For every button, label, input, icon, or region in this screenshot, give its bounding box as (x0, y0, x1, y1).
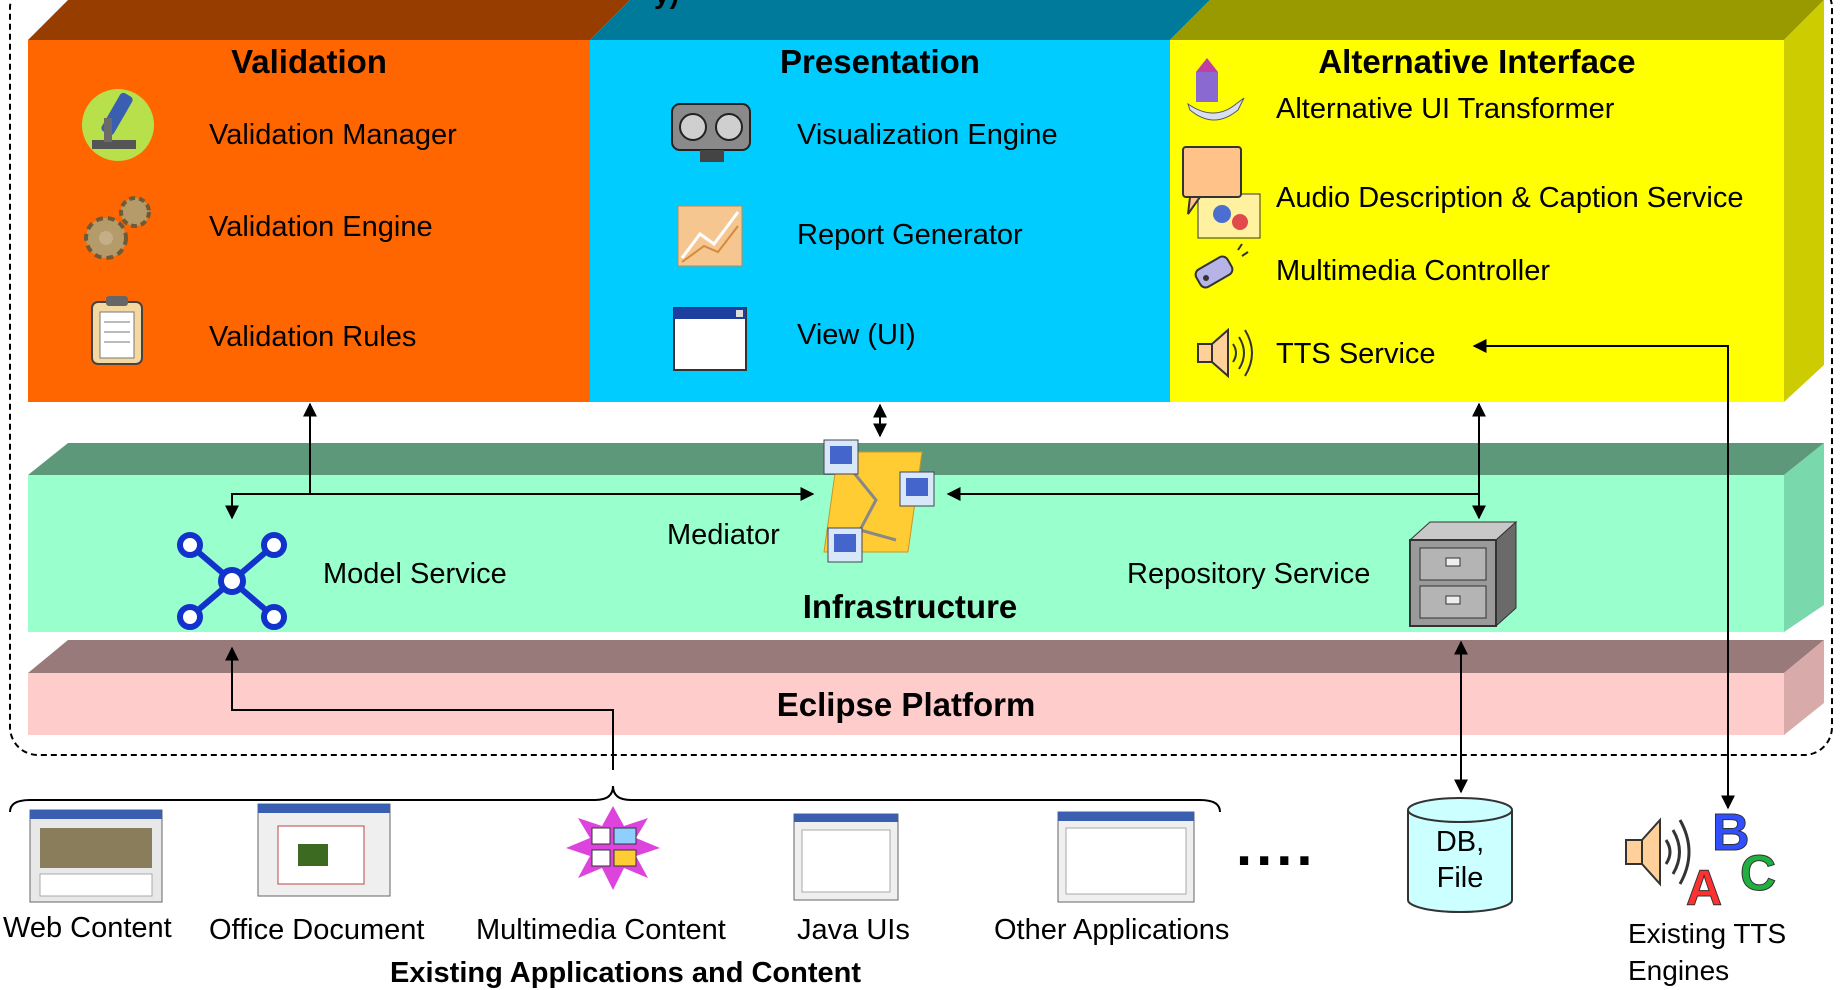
speaker-icon (1197, 327, 1253, 379)
model-service-label: Model Service (323, 558, 507, 590)
magic-lamp-icon (1187, 58, 1245, 121)
tts-engines-label-line2: Engines (1628, 955, 1730, 986)
audio-description-caption-label: Audio Description & Caption Service (1276, 182, 1744, 214)
alternative-ui-transformer-label: Alternative UI Transformer (1276, 93, 1615, 125)
tts-engine-arrow (1472, 339, 1735, 810)
presentation-title: Presentation (780, 43, 980, 80)
multimedia-content-icon (566, 806, 660, 890)
mediator-icon (823, 439, 935, 563)
alternative-block-top (1170, 0, 1824, 40)
chart-icon (677, 205, 743, 267)
system-boundary (9, 0, 1833, 756)
gears-icon (84, 196, 151, 260)
eclipse-slab-side (1784, 640, 1824, 735)
engine-icon (671, 103, 751, 162)
eclipse-slab-top (28, 640, 1824, 673)
connectors (9, 339, 1735, 813)
java-uis-label: Java UIs (797, 914, 910, 946)
remote-control-icon (1194, 243, 1249, 289)
validation-title: Validation (231, 43, 387, 80)
java-uis-screenshot (793, 813, 899, 901)
file-cabinet-icon (1408, 520, 1518, 628)
web-content-screenshot (29, 809, 163, 903)
abc-letter-a: A (1686, 860, 1722, 916)
infrastructure-slab-top (28, 443, 1824, 475)
top-edge-text-fragment: y) (654, 0, 679, 10)
presentation-block-top (590, 0, 1210, 40)
infrastructure-slab-side (1784, 443, 1824, 632)
infrastructure-title: Infrastructure (802, 588, 1018, 625)
alternative-block-side (1784, 0, 1824, 402)
view-ui-label: View (UI) (797, 319, 916, 351)
other-applications-label: Other Applications (994, 914, 1230, 946)
validation-rules-label: Validation Rules (209, 321, 417, 353)
mediator-label: Mediator (667, 519, 780, 551)
multimedia-content-label: Multimedia Content (476, 914, 726, 946)
db-label-line1: DB, (1435, 826, 1485, 858)
tts-speaker-icon (1625, 817, 1691, 887)
multimedia-controller-label: Multimedia Controller (1276, 255, 1550, 287)
abc-letter-c: C (1740, 845, 1776, 901)
tts-service-label: TTS Service (1276, 338, 1436, 370)
visualization-engine-label: Visualization Engine (797, 119, 1058, 151)
db-label-line2: File (1436, 862, 1484, 894)
office-document-label: Office Document (209, 914, 425, 946)
tts-engines-label-line1: Existing TTS (1628, 918, 1787, 949)
more-items-ellipsis: .... (1236, 813, 1317, 878)
validation-engine-label: Validation Engine (209, 211, 433, 243)
mediator-to-model-arrow (225, 493, 600, 520)
clipboard-icon (91, 296, 143, 365)
microscope-icon (82, 89, 154, 161)
validation-block-top (28, 0, 630, 40)
web-content-label: Web Content (3, 912, 172, 944)
existing-applications-group-label: Existing Applications and Content (390, 957, 861, 989)
eclipse-platform-title: Eclipse Platform (776, 686, 1036, 723)
abc-letter-b: B (1712, 804, 1750, 862)
speech-bubble-icon (1182, 146, 1261, 239)
apps-brace (9, 785, 1221, 813)
database-cylinder (1407, 797, 1513, 913)
validation-manager-label: Validation Manager (209, 119, 457, 151)
window-icon (673, 307, 747, 371)
alternative-interface-title: Alternative Interface (1318, 43, 1636, 80)
report-generator-label: Report Generator (797, 219, 1023, 251)
repository-service-label: Repository Service (1127, 558, 1371, 590)
model-to-apps-connector (225, 646, 614, 770)
model-service-icon (177, 532, 287, 630)
other-applications-screenshot (1057, 811, 1195, 903)
office-document-screenshot (257, 803, 391, 897)
